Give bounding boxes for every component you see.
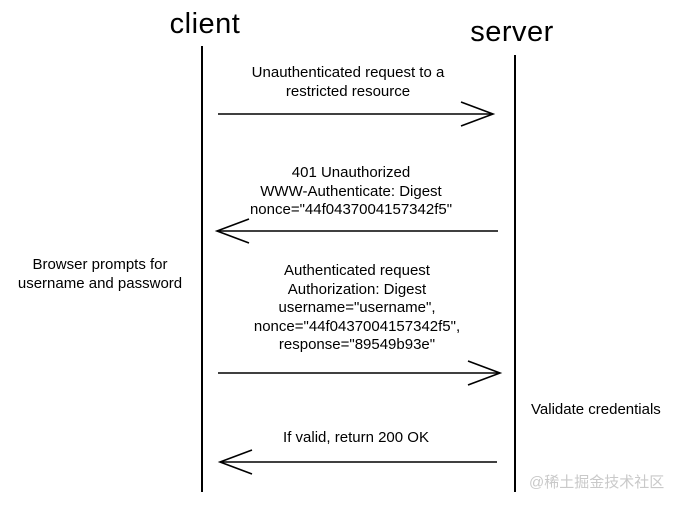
arrow-200-ok [217,449,497,475]
message-line: username="username", [278,299,436,316]
message-line: 401 Unauthorized [291,164,411,181]
actor-label-client: client [169,8,241,40]
message-label-unauthenticated-request: Unauthenticated request to a restricted … [252,64,445,101]
note-browser-prompts: Browser prompts for username and passwor… [0,255,200,293]
arrow-unauthenticated-request [218,101,496,127]
message-line: restricted resource [285,82,411,100]
message-line: Unauthenticated request to a [251,64,445,81]
note-line: Browser prompts for [32,256,168,273]
arrow-401-unauthorized [214,218,498,244]
message-line: If valid, return 200 OK [283,429,429,446]
arrow-authenticated-request [218,360,503,386]
watermark-text: @稀土掘金技术社区 [529,474,665,491]
note-validate-credentials: Validate credentials [531,400,661,419]
message-line: Authorization: Digest [287,280,427,298]
message-line: WWW-Authenticate: Digest [260,182,442,200]
note-line: username and password [17,275,183,292]
message-line: nonce="44f0437004157342f5" [249,201,453,218]
message-label-401-unauthorized: 401 Unauthorized WWW-Authenticate: Diges… [250,164,452,220]
actor-label-server: server [470,16,554,48]
note-line: Validate credentials [531,401,661,418]
message-label-200-ok: If valid, return 200 OK [283,429,429,448]
message-line: Authenticated request [284,262,430,279]
message-line: response="89549b93e" [278,336,436,353]
message-label-authenticated-request: Authenticated request Authorization: Dig… [254,262,460,355]
message-line: nonce="44f0437004157342f5", [253,317,461,335]
